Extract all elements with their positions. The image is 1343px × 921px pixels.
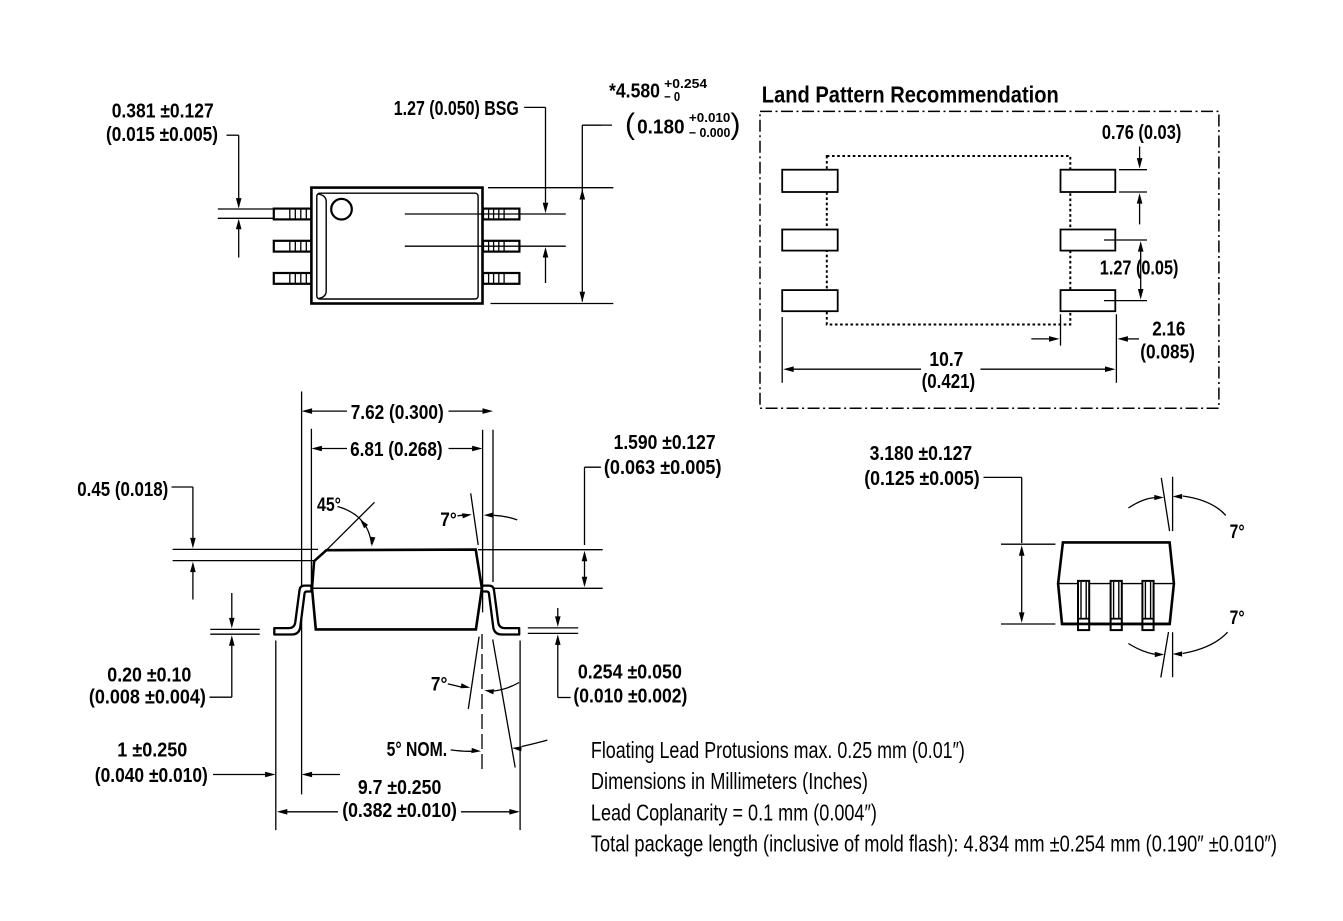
svg-text:0.381 ±0.127: 0.381 ±0.127 bbox=[112, 100, 214, 122]
svg-text:(0.382 ±0.010): (0.382 ±0.010) bbox=[342, 800, 457, 822]
svg-text:Dimensions in Millimeters (Inc: Dimensions in Millimeters (Inches) bbox=[591, 768, 868, 794]
svg-text:2.16: 2.16 bbox=[1152, 319, 1185, 341]
svg-text:7°: 7° bbox=[431, 674, 448, 695]
svg-text:(0.125 ±0.005): (0.125 ±0.005) bbox=[864, 468, 980, 490]
svg-text:6.81 (0.268): 6.81 (0.268) bbox=[350, 439, 443, 461]
svg-text:Lead Coplanarity = 0.1 mm (0.0: Lead Coplanarity = 0.1 mm (0.004″) bbox=[591, 800, 877, 826]
svg-text:(0.063 ±0.005): (0.063 ±0.005) bbox=[604, 457, 722, 479]
svg-text:Land Pattern Recommendation: Land Pattern Recommendation bbox=[762, 82, 1059, 108]
svg-text:− 0.000: − 0.000 bbox=[689, 126, 731, 140]
svg-text:Floating Lead Protusions max.: Floating Lead Protusions max. 0.25 mm (0… bbox=[591, 737, 965, 763]
svg-text:45°: 45° bbox=[317, 495, 341, 516]
svg-text:(0.040 ±0.010): (0.040 ±0.010) bbox=[95, 765, 208, 787]
svg-text:3.180 ±0.127: 3.180 ±0.127 bbox=[870, 443, 973, 465]
svg-text:10.7: 10.7 bbox=[929, 349, 963, 371]
svg-text:*4.580: *4.580 bbox=[609, 81, 660, 103]
svg-text:7.62 (0.300): 7.62 (0.300) bbox=[351, 402, 444, 424]
svg-text:(: ( bbox=[625, 108, 635, 141]
svg-text:(0.008 ±0.004): (0.008 ±0.004) bbox=[89, 687, 206, 709]
svg-text:Total package length (inclusiv: Total package length (inclusive of mold … bbox=[591, 831, 1277, 857]
svg-text:+0.010: +0.010 bbox=[689, 111, 731, 125]
svg-text:(0.085): (0.085) bbox=[1140, 342, 1195, 364]
svg-text:1 ±0.250: 1 ±0.250 bbox=[117, 739, 187, 761]
svg-text:1.590 ±0.127: 1.590 ±0.127 bbox=[614, 432, 716, 454]
svg-text:5° NOM.: 5° NOM. bbox=[387, 739, 448, 761]
svg-text:0.254 ±0.050: 0.254 ±0.050 bbox=[578, 662, 682, 684]
svg-text:(0.010 ±0.002): (0.010 ±0.002) bbox=[573, 686, 687, 708]
svg-text:1.27 (0.050) BSG: 1.27 (0.050) BSG bbox=[394, 98, 519, 120]
svg-text:(0.015 ±0.005): (0.015 ±0.005) bbox=[106, 124, 218, 146]
svg-text:(0.421): (0.421) bbox=[922, 371, 976, 393]
svg-text:0.20 ±0.10: 0.20 ±0.10 bbox=[107, 664, 191, 686]
svg-text:): ) bbox=[731, 108, 741, 141]
svg-text:7°: 7° bbox=[1230, 608, 1245, 629]
svg-text:7°: 7° bbox=[1230, 522, 1245, 543]
svg-text:0.45 (0.018): 0.45 (0.018) bbox=[77, 479, 168, 501]
svg-text:0.76 (0.03): 0.76 (0.03) bbox=[1102, 122, 1181, 144]
svg-text:1.27 (0.05): 1.27 (0.05) bbox=[1100, 258, 1179, 280]
svg-text:+0.254: +0.254 bbox=[664, 77, 707, 91]
svg-text:0.180: 0.180 bbox=[637, 117, 685, 139]
svg-text:9.7 ±0.250: 9.7 ±0.250 bbox=[358, 777, 441, 799]
svg-text:− 0: − 0 bbox=[664, 90, 680, 104]
svg-text:7°: 7° bbox=[440, 510, 457, 531]
